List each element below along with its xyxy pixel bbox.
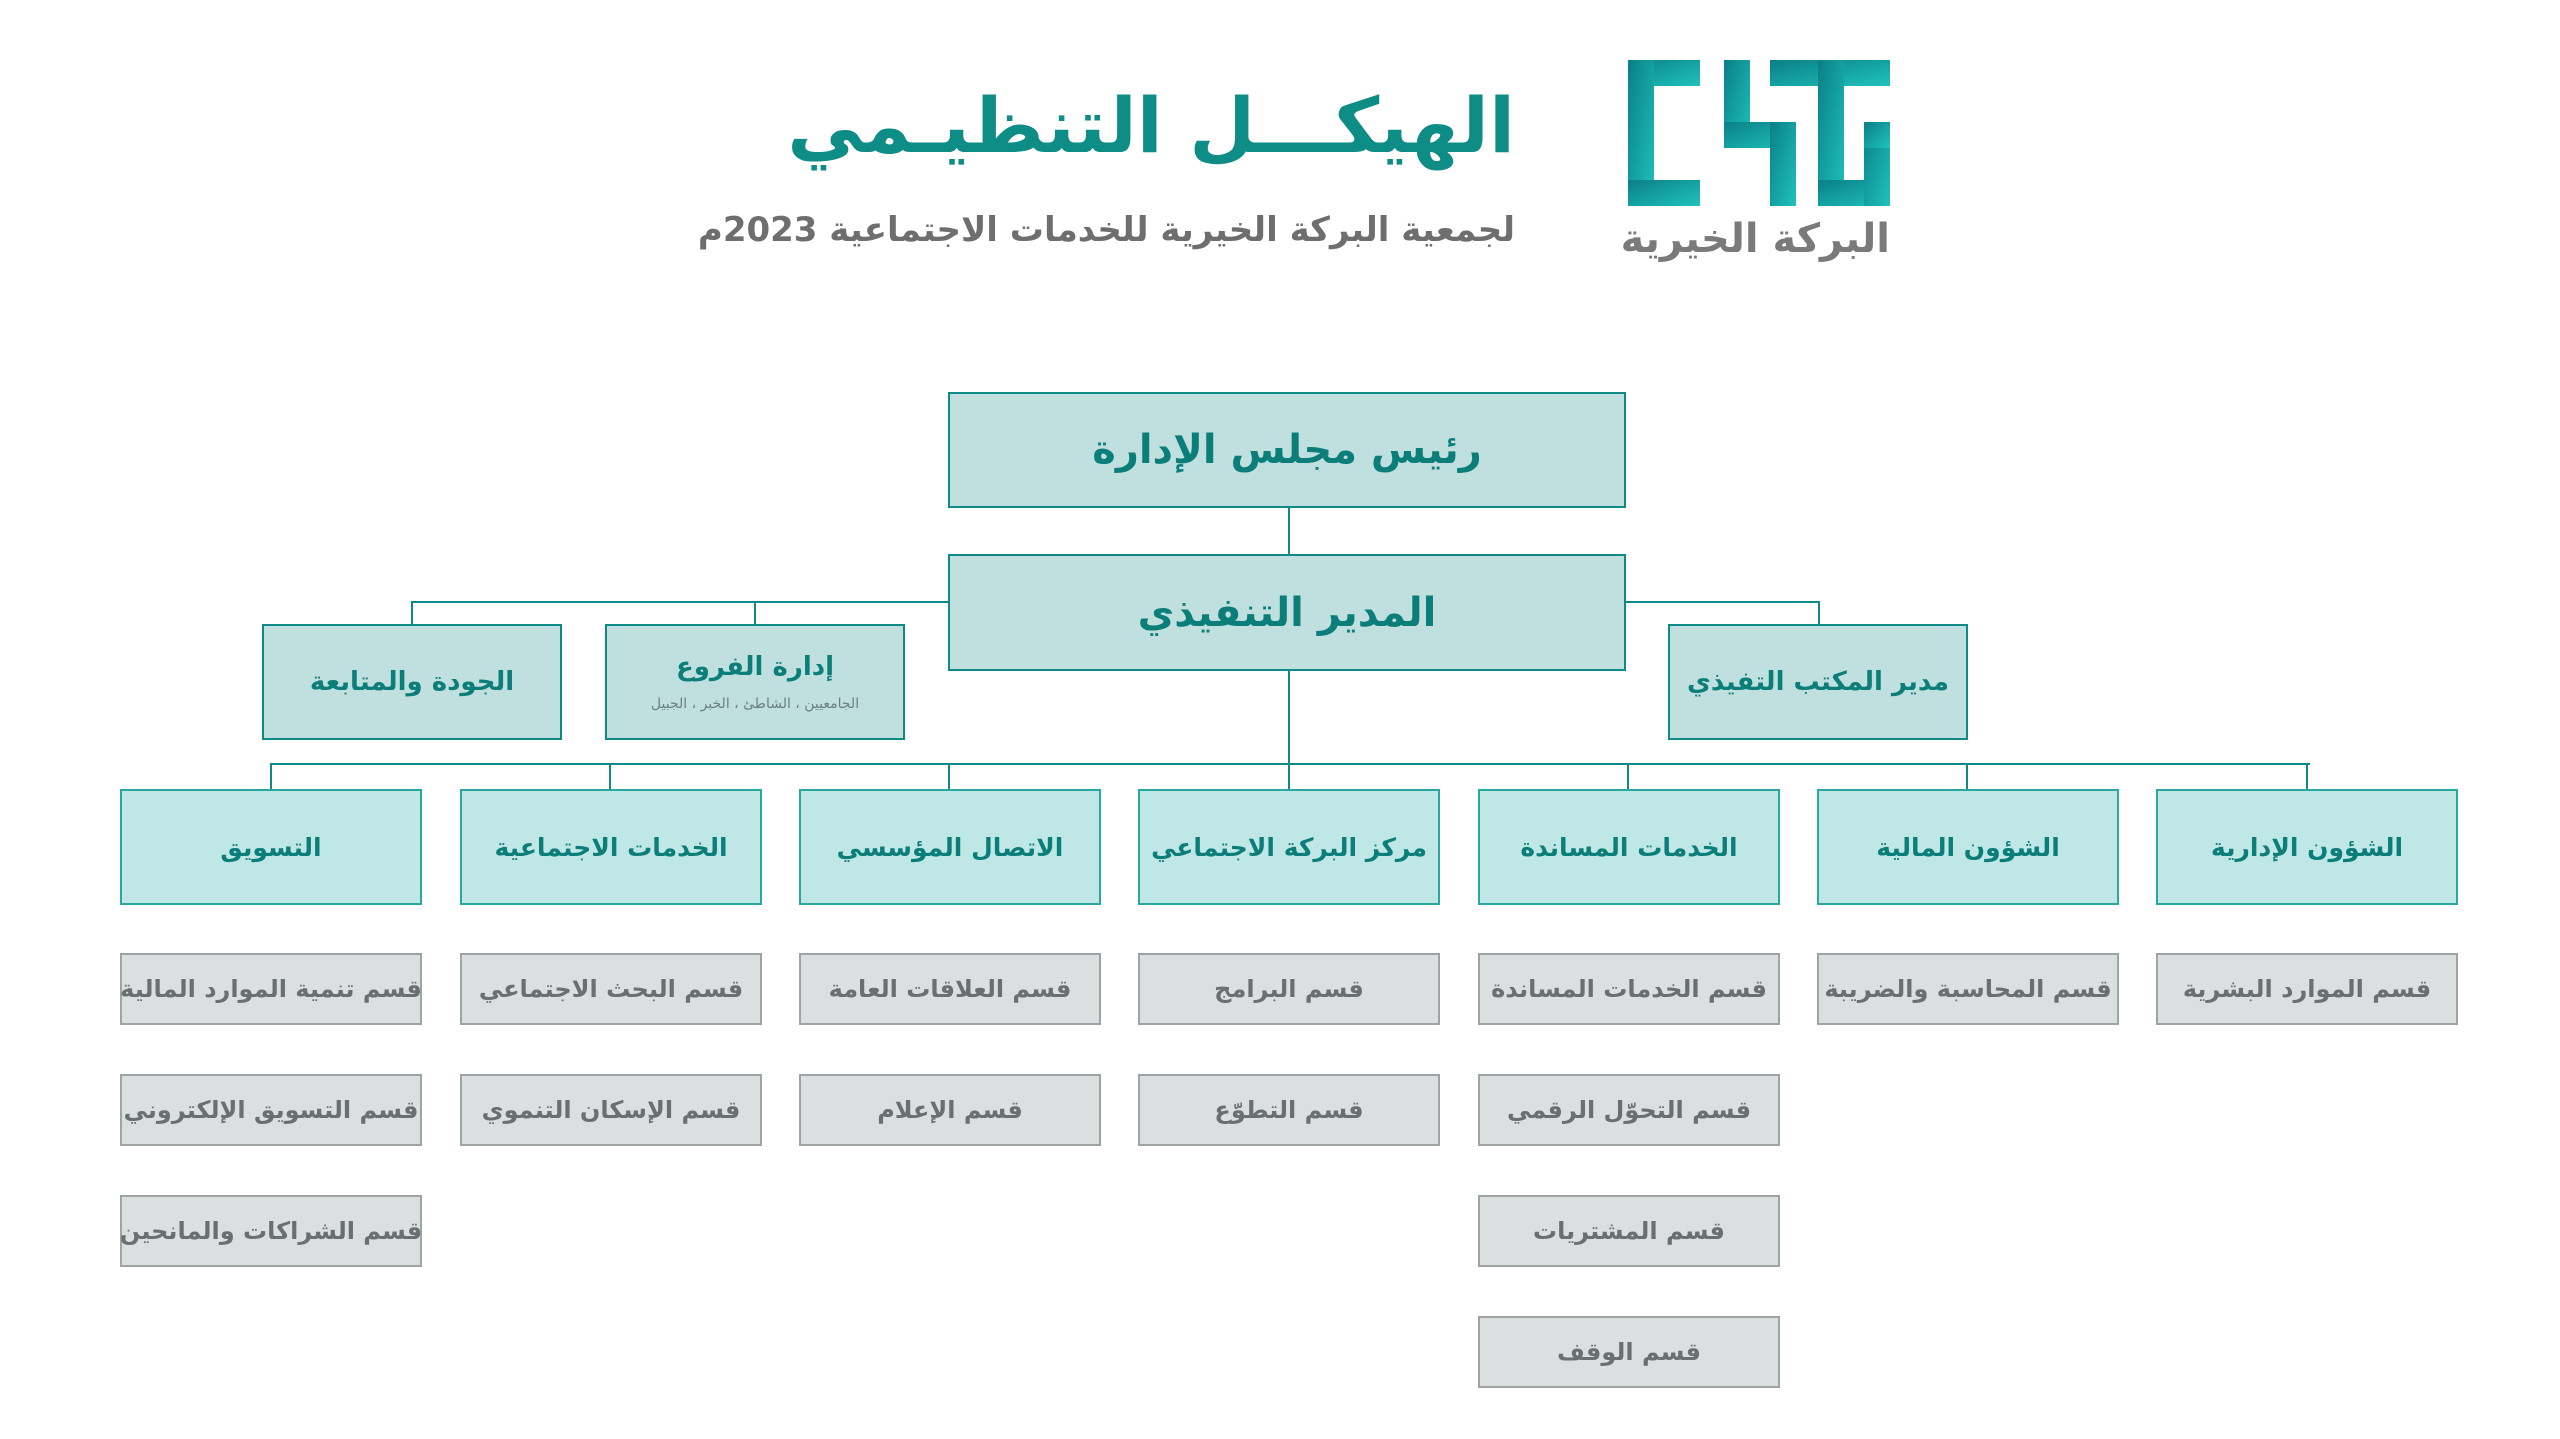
- connector: [1627, 763, 1629, 789]
- section-box: قسم الشراكات والمانحين: [120, 1195, 422, 1267]
- section-label: قسم البرامج: [1214, 975, 1364, 1003]
- connector: [1626, 601, 1820, 603]
- chairman-box: رئيس مجلس الإدارة: [948, 392, 1626, 508]
- connector: [1288, 671, 1290, 765]
- department-label: مركز البركة الاجتماعي: [1151, 832, 1427, 862]
- logo: البركة الخيرية: [1620, 60, 1890, 270]
- section-box: قسم المحاسبة والضريبة: [1817, 953, 2119, 1025]
- department-label: الاتصال المؤسسي: [836, 832, 1064, 862]
- branches-management-box: إدارة الفروع الجامعيين ، الشاطئ ، الخبر …: [605, 624, 905, 740]
- executive-director-label: المدير التنفيذي: [1137, 589, 1437, 636]
- quality-monitoring-label: الجودة والمتابعة: [309, 667, 515, 697]
- quality-monitoring-box: الجودة والمتابعة: [262, 624, 562, 740]
- department-label: الخدمات المساندة: [1520, 832, 1738, 862]
- department-box: مركز البركة الاجتماعي: [1138, 789, 1440, 905]
- connector: [270, 763, 2310, 765]
- connector: [2306, 763, 2308, 789]
- section-label: قسم التطوّع: [1214, 1096, 1364, 1124]
- page-subtitle: لجمعية البركة الخيرية للخدمات الاجتماعية…: [697, 210, 1515, 250]
- department-box: الاتصال المؤسسي: [799, 789, 1101, 905]
- connector: [754, 601, 756, 625]
- department-box: الخدمات الاجتماعية: [460, 789, 762, 905]
- branches-list: الجامعيين ، الشاطئ ، الخبر ، الجبيل: [650, 696, 860, 712]
- section-box: قسم التحوّل الرقمي: [1478, 1074, 1780, 1146]
- section-box: قسم البرامج: [1138, 953, 1440, 1025]
- connector: [411, 601, 413, 625]
- department-box: التسويق: [120, 789, 422, 905]
- connector: [1818, 601, 1820, 625]
- section-box: قسم الإعلام: [799, 1074, 1101, 1146]
- executive-director-box: المدير التنفيذي: [948, 554, 1626, 671]
- section-box: قسم الوقف: [1478, 1316, 1780, 1388]
- department-box: الشؤون المالية: [1817, 789, 2119, 905]
- section-box: قسم الموارد البشرية: [2156, 953, 2458, 1025]
- connector: [1288, 508, 1290, 554]
- al-baraka-logo-icon: [1628, 60, 1890, 206]
- section-box: قسم البحث الاجتماعي: [460, 953, 762, 1025]
- section-label: قسم العلاقات العامة: [828, 975, 1072, 1003]
- section-box: قسم الإسكان التنموي: [460, 1074, 762, 1146]
- connector: [270, 763, 272, 789]
- section-box: قسم التسويق الإلكتروني: [120, 1074, 422, 1146]
- section-label: قسم الشراكات والمانحين: [119, 1217, 423, 1245]
- department-label: الشؤون الإدارية: [2210, 832, 2404, 862]
- department-label: الشؤون المالية: [1876, 832, 2060, 862]
- department-label: الخدمات الاجتماعية: [494, 832, 728, 862]
- section-label: قسم الوقف: [1557, 1338, 1701, 1366]
- section-label: قسم المشتريات: [1533, 1217, 1725, 1245]
- section-box: قسم الخدمات المساندة: [1478, 953, 1780, 1025]
- department-box: الشؤون الإدارية: [2156, 789, 2458, 905]
- page-title: الهيكـــل التنظيـمي: [787, 81, 1515, 170]
- connector: [411, 601, 951, 603]
- department-label: التسويق: [220, 832, 322, 862]
- logo-text: البركة الخيرية: [1620, 216, 1890, 262]
- section-label: قسم البحث الاجتماعي: [478, 975, 744, 1003]
- section-label: قسم الخدمات المساندة: [1491, 975, 1767, 1003]
- section-box: قسم العلاقات العامة: [799, 953, 1101, 1025]
- section-label: قسم المحاسبة والضريبة: [1824, 975, 2112, 1003]
- section-label: قسم الإعلام: [877, 1096, 1023, 1124]
- connector: [948, 763, 950, 789]
- section-label: قسم التحوّل الرقمي: [1506, 1096, 1752, 1124]
- department-box: الخدمات المساندة: [1478, 789, 1780, 905]
- connector: [1288, 763, 1290, 789]
- executive-office-manager-label: مدير المكتب التفيذي: [1687, 667, 1949, 697]
- section-label: قسم الموارد البشرية: [2182, 975, 2432, 1003]
- section-box: قسم تنمية الموارد المالية: [120, 953, 422, 1025]
- section-label: قسم التسويق الإلكتروني: [123, 1096, 419, 1124]
- chairman-label: رئيس مجلس الإدارة: [1092, 427, 1482, 473]
- executive-office-manager-box: مدير المكتب التفيذي: [1668, 624, 1968, 740]
- section-box: قسم المشتريات: [1478, 1195, 1780, 1267]
- section-label: قسم الإسكان التنموي: [481, 1096, 741, 1124]
- connector: [1966, 763, 1968, 789]
- section-label: قسم تنمية الموارد المالية: [120, 975, 422, 1003]
- connector: [609, 763, 611, 789]
- section-box: قسم التطوّع: [1138, 1074, 1440, 1146]
- branches-management-label: إدارة الفروع: [675, 652, 835, 682]
